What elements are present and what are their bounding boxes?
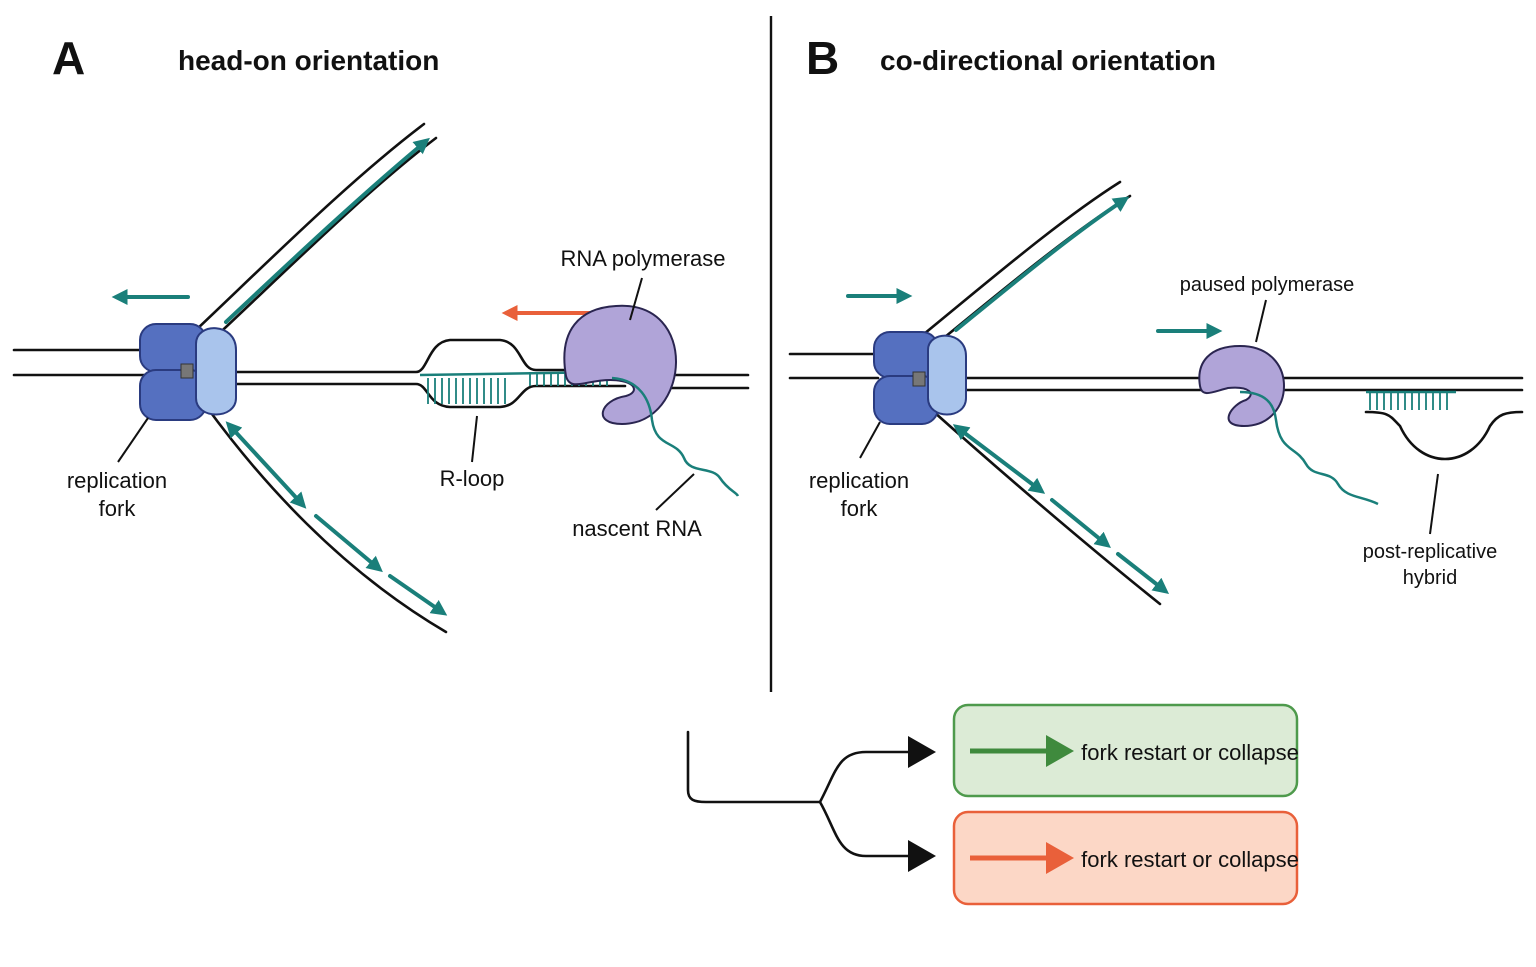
parental-dna-b — [788, 352, 880, 380]
outcome-text-1: fork restart or collapse — [1081, 740, 1299, 765]
svg-text:fork: fork — [841, 496, 879, 521]
label-replication-fork-a: replication fork — [67, 417, 167, 521]
svg-text:RNA polymerase: RNA polymerase — [560, 246, 725, 271]
svg-text:R-loop: R-loop — [440, 466, 505, 491]
panel-b-title: co-directional orientation — [880, 45, 1216, 76]
label-paused-polymerase: paused polymerase — [1180, 274, 1355, 343]
panel-a-letter: A — [52, 32, 85, 84]
parental-dna — [12, 348, 152, 377]
template-dna — [230, 338, 750, 409]
label-rna-polymerase: RNA polymerase — [560, 246, 726, 321]
panel-b: B co-directional orientation — [788, 32, 1524, 606]
lagging-strand-arm-b — [932, 410, 1170, 606]
nascent-rna — [611, 376, 740, 497]
leading-strand-arm-b — [922, 180, 1132, 348]
panel-b-letter: B — [806, 32, 839, 84]
helicase-icon-b — [873, 331, 967, 425]
polymerase-icon — [563, 304, 677, 426]
outcome-box-green: fork restart or collapse — [952, 703, 1299, 798]
panel-a-title: head-on orientation — [178, 45, 439, 76]
panel-a: A head-on orientation — [12, 32, 750, 634]
svg-text:paused polymerase: paused polymerase — [1180, 274, 1355, 296]
post-replicative-hybrid — [1364, 390, 1524, 461]
label-r-loop: R-loop — [440, 415, 505, 491]
outcome-text-2: fork restart or collapse — [1081, 847, 1299, 872]
paused-polymerase-icon — [1198, 344, 1285, 428]
svg-text:post-replicative: post-replicative — [1363, 541, 1498, 563]
label-nascent-rna: nascent RNA — [572, 473, 702, 541]
helicase-icon — [139, 323, 237, 421]
label-replication-fork-b: replication fork — [809, 421, 909, 521]
svg-text:replication: replication — [67, 468, 167, 493]
outcome-scheme: fork restart or collapse fork restart or… — [686, 703, 1299, 906]
svg-text:nascent RNA: nascent RNA — [572, 516, 702, 541]
branch-arrow-icon — [686, 730, 936, 872]
outcome-box-orange: fork restart or collapse — [952, 810, 1299, 906]
label-post-replicative-hybrid: post-replicative hybrid — [1363, 473, 1498, 589]
svg-text:hybrid: hybrid — [1403, 567, 1457, 589]
svg-text:replication: replication — [809, 468, 909, 493]
lagging-strand-arm — [204, 404, 448, 634]
nascent-rna-b — [1239, 390, 1379, 506]
leading-strand-arm — [194, 122, 438, 344]
svg-text:fork: fork — [99, 496, 137, 521]
